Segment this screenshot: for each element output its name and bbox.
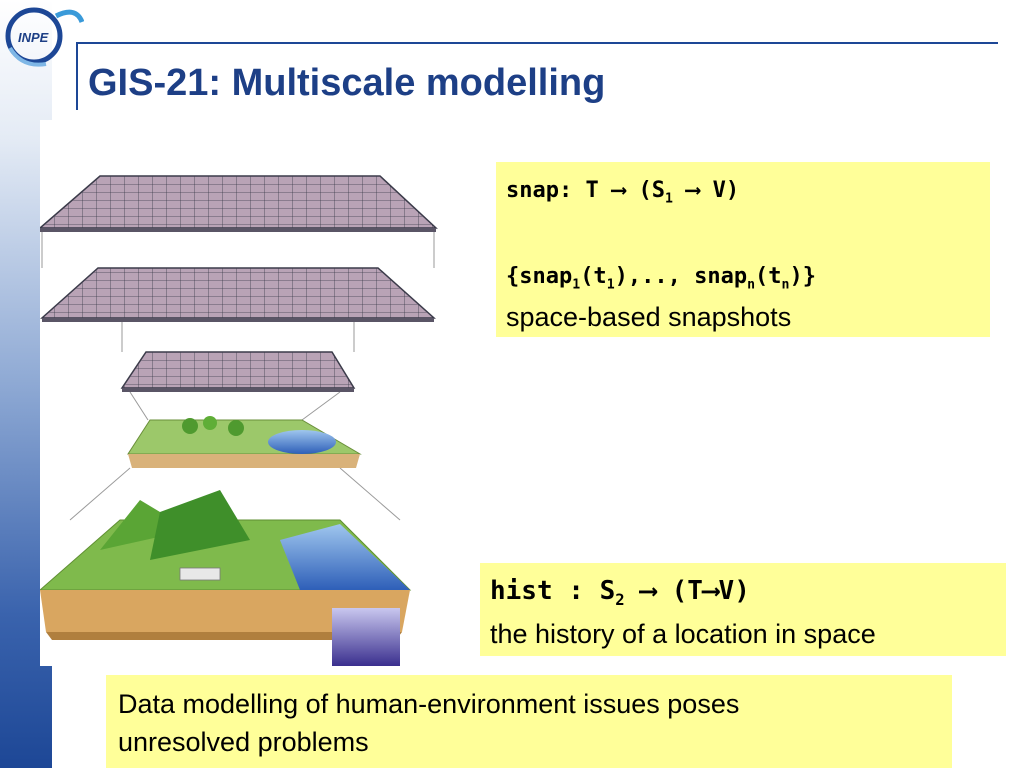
hist-definition-box: hist : S2 ⟶ (T⟶V) the history of a locat… bbox=[480, 563, 1006, 656]
data-modelling-line-2: unresolved problems bbox=[118, 727, 369, 757]
snap-definition-box: snap: T ⟶ (S1 ⟶ V) {snap1(t1),.., snapn(… bbox=[496, 162, 990, 337]
snap-set: {snap1(t1),.., snapn(tn)} bbox=[506, 264, 816, 293]
header-divider bbox=[76, 42, 998, 44]
inpe-logo: INPE bbox=[2, 2, 85, 72]
hist-caption: the history of a location in space bbox=[490, 619, 876, 650]
svg-text:INPE: INPE bbox=[18, 30, 49, 45]
data-modelling-box: Data modelling of human-environment issu… bbox=[106, 675, 952, 768]
multiscale-layers-illustration bbox=[37, 120, 442, 666]
hist-signature: hist : S2 ⟶ (T⟶V) bbox=[490, 576, 750, 610]
slide-title: GIS-21: Multiscale modelling bbox=[88, 62, 606, 104]
data-modelling-line-1: Data modelling of human-environment issu… bbox=[118, 689, 740, 719]
header-vertical-line bbox=[76, 42, 78, 110]
snap-signature: snap: T ⟶ (S1 ⟶ V) bbox=[506, 178, 740, 207]
snap-caption: space-based snapshots bbox=[506, 301, 792, 332]
